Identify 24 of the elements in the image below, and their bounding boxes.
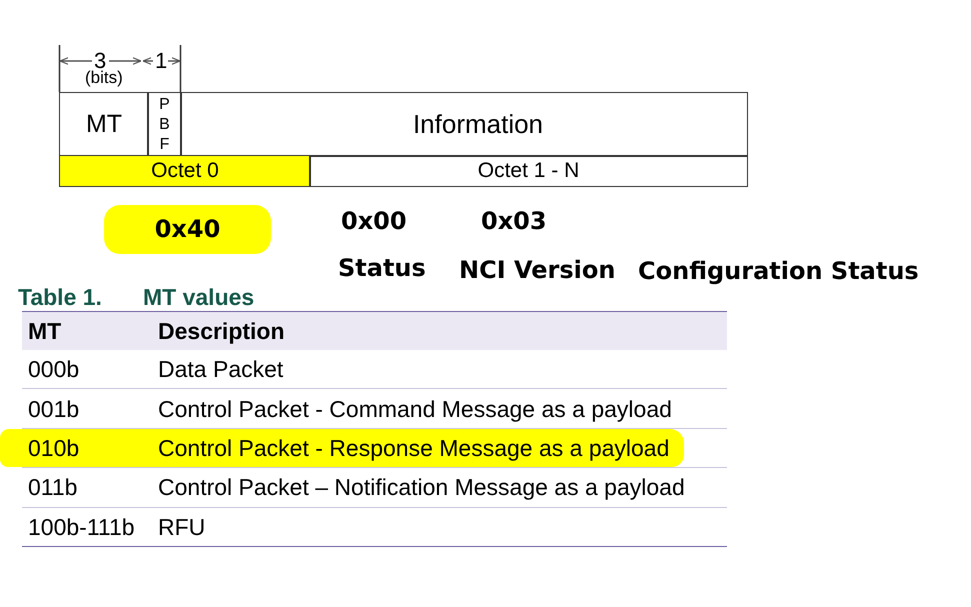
table-number: Table 1. <box>18 284 102 310</box>
description-text: Control Packet – Notification Message as a payload <box>158 474 685 501</box>
column-header: MT <box>28 318 62 344</box>
mt-code: 001b <box>28 395 80 422</box>
hex-value: 0x03 <box>481 208 547 236</box>
octet-band: Octet 1 - N <box>309 155 748 187</box>
mt-code: 010b <box>28 434 80 462</box>
table-title: MT values <box>143 284 254 310</box>
dimension-value: 1 <box>155 48 168 73</box>
description-text: Data Packet <box>158 356 284 382</box>
mt-code: 000b <box>28 356 80 382</box>
highlighted-value: 0x40 <box>104 205 271 254</box>
column-header: Description <box>158 318 285 344</box>
description-text: Control Packet - Response Message as a payload <box>158 434 670 462</box>
mt-code: 011b <box>28 474 78 501</box>
field-name: Status <box>338 255 426 283</box>
octet-band: Octet 0 <box>59 155 311 187</box>
description-text: RFU <box>158 514 206 540</box>
hex-value: 0x00 <box>341 208 407 236</box>
mt-code: 100b-111b <box>28 514 135 540</box>
description-text: Control Packet - Command Message as a payload <box>158 395 672 422</box>
field-name: NCI Version <box>459 257 616 285</box>
unit-label: (bits) <box>85 68 123 88</box>
field-name: Configuration Status <box>638 258 919 286</box>
